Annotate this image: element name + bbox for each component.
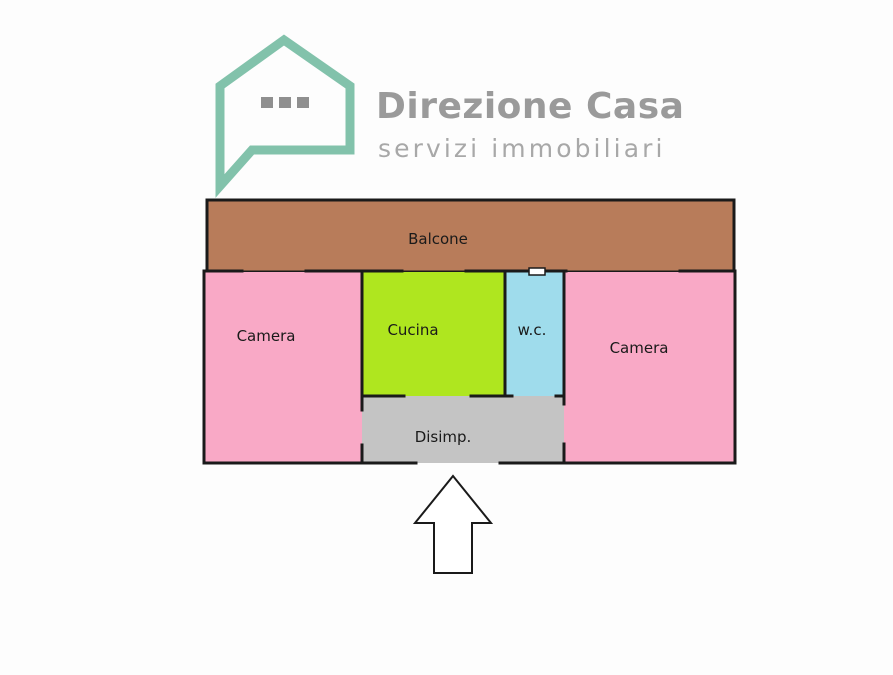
brand-name: Direzione Casa <box>376 86 685 127</box>
walls <box>202 269 737 465</box>
label-disimpegno: Disimp. <box>414 428 472 446</box>
room-camera-left <box>204 272 362 463</box>
room-camera-right <box>564 272 735 463</box>
house-speech-bubble-icon <box>215 34 355 198</box>
wc-window <box>528 267 546 276</box>
label-camera-right: Camera <box>609 339 669 357</box>
entrance-arrow-icon <box>412 474 494 574</box>
label-balcone: Balcone <box>408 230 468 248</box>
brand-tagline: servizi immobiliari <box>378 134 666 163</box>
label-cucina: Cucina <box>387 321 439 339</box>
room-cucina <box>362 272 505 396</box>
room-wc <box>505 272 564 396</box>
room-balcone <box>205 198 736 274</box>
room-disimpegno <box>362 396 564 463</box>
label-camera-left: Camera <box>236 327 296 345</box>
label-wc: w.c. <box>517 321 547 339</box>
